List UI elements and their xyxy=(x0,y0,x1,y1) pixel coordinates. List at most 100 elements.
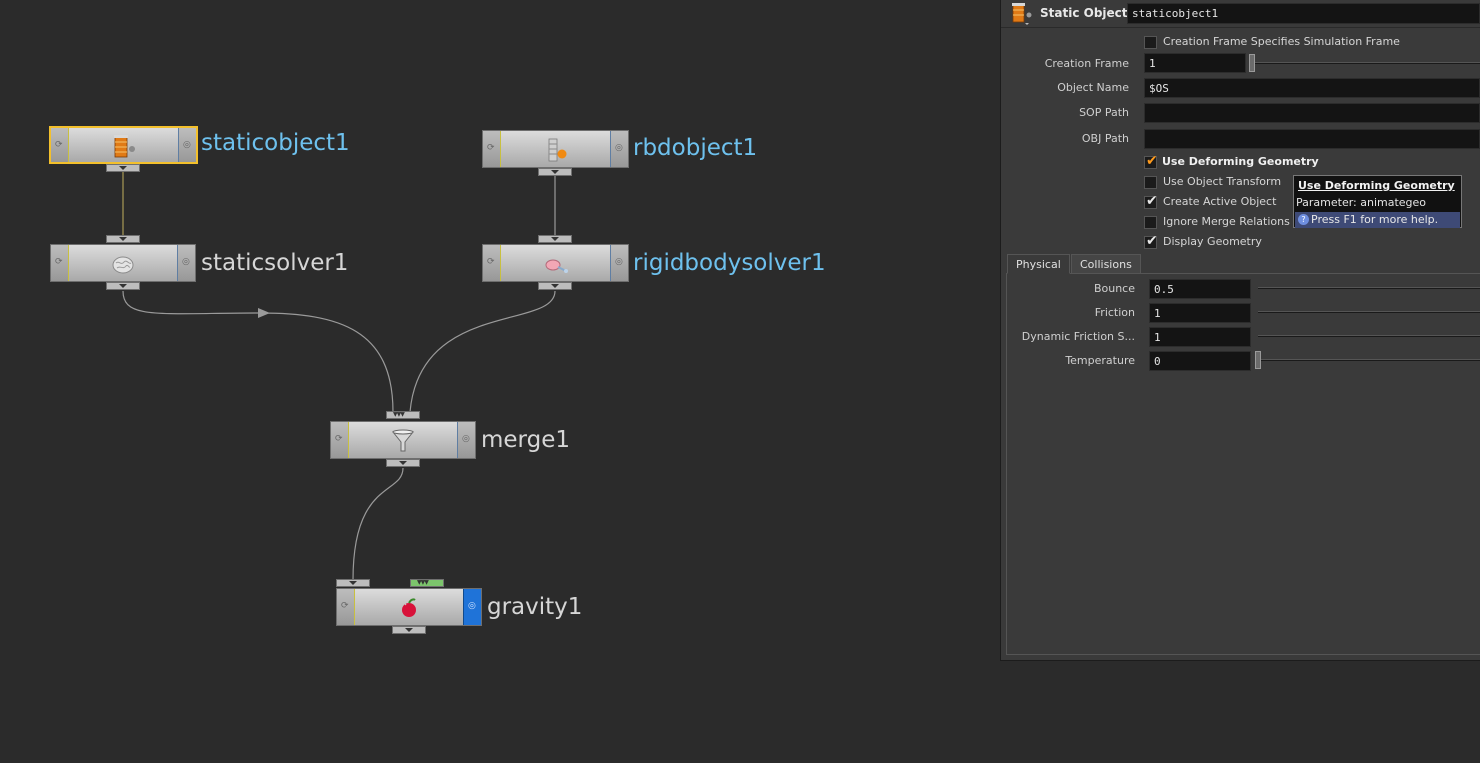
node-body[interactable]: ⟳ ◎ xyxy=(482,130,629,168)
output-port[interactable] xyxy=(106,164,140,172)
check-mark-icon: ✔ xyxy=(1146,193,1158,209)
tab-physical[interactable]: Physical xyxy=(1007,254,1070,274)
bypass-flag[interactable]: ⟳ xyxy=(483,131,501,167)
ignore-merge-relations-checkbox[interactable] xyxy=(1144,216,1157,229)
node-label-merge1[interactable]: merge1 xyxy=(481,427,570,453)
bypass-flag[interactable]: ⟳ xyxy=(337,589,355,625)
sop-path-label: SOP Path xyxy=(1079,106,1129,119)
bypass-flag[interactable]: ⟳ xyxy=(331,422,349,458)
output-port[interactable] xyxy=(538,282,572,290)
brick-wall-ball-icon xyxy=(113,135,135,158)
apple-icon xyxy=(402,598,416,617)
rigid-brain-icon xyxy=(545,259,568,273)
gravity1-active-port[interactable] xyxy=(410,579,444,587)
bypass-flag[interactable]: ⟳ xyxy=(51,245,69,281)
creation-frame-specifies-label: Creation Frame Specifies Simulation Fram… xyxy=(1163,35,1400,48)
rigidbodysolver1-input-port[interactable] xyxy=(538,235,572,243)
creation-frame-field[interactable]: 1 xyxy=(1144,53,1246,73)
node-rbdobject1[interactable]: ⟳ ◎ xyxy=(482,130,629,176)
create-active-object-checkbox[interactable]: ✔ xyxy=(1144,193,1158,209)
tooltip-help-text: Press F1 for more help. xyxy=(1311,213,1439,226)
obj-path-field[interactable] xyxy=(1144,129,1480,149)
staticsolver1-input-port[interactable] xyxy=(106,235,140,243)
bypass-flag[interactable]: ⟳ xyxy=(483,245,501,281)
display-flag[interactable]: ◎ xyxy=(178,128,196,162)
node-label-gravity1[interactable]: gravity1 xyxy=(487,594,583,620)
temperature-slider-knob[interactable] xyxy=(1255,351,1261,369)
bypass-flag[interactable]: ⟳ xyxy=(51,128,69,162)
display-flag[interactable]: ◎ xyxy=(610,131,628,167)
node-rigidbodysolver1[interactable]: ⟳ ◎ xyxy=(482,244,629,290)
node-staticobject1[interactable]: ⟳ ◎ xyxy=(49,126,198,172)
temperature-label: Temperature xyxy=(1065,354,1135,367)
parameter-tooltip: Use Deforming Geometry Parameter: animat… xyxy=(1293,175,1462,228)
bounce-slider[interactable] xyxy=(1258,287,1480,289)
wire-direction-arrow xyxy=(258,308,270,318)
node-label-staticobject1[interactable]: staticobject1 xyxy=(201,130,350,156)
tooltip-help-row[interactable]: ? Press F1 for more help. xyxy=(1295,212,1460,228)
funnel-icon xyxy=(391,429,415,452)
temperature-field[interactable]: 0 xyxy=(1149,351,1251,371)
network-editor[interactable]: ⟳ ◎ staticobject1 ⟳ ◎ xyxy=(0,0,1000,763)
brain-icon xyxy=(112,256,134,274)
node-body[interactable]: ⟳ ◎ xyxy=(336,588,482,626)
node-body[interactable]: ⟳ ◎ xyxy=(330,421,476,459)
tab-collisions[interactable]: Collisions xyxy=(1071,254,1141,274)
node-body[interactable]: ⟳ ◎ xyxy=(49,126,198,164)
node-name-field[interactable]: staticobject1 xyxy=(1127,3,1480,24)
connection-wires xyxy=(122,172,556,581)
display-geometry-checkbox[interactable]: ✔ xyxy=(1144,233,1158,249)
wire-rigidbodysolver-merge xyxy=(409,290,556,413)
dynamic-friction-slider[interactable] xyxy=(1258,335,1480,337)
bounce-field[interactable]: 0.5 xyxy=(1149,279,1251,299)
node-body[interactable]: ⟳ ◎ xyxy=(482,244,629,282)
friction-slider[interactable] xyxy=(1258,311,1480,313)
node-merge1[interactable]: ⟳ ◎ xyxy=(330,421,476,467)
use-object-transform-checkbox[interactable] xyxy=(1144,176,1157,189)
object-name-field[interactable]: $OS xyxy=(1144,78,1480,98)
sop-path-field[interactable] xyxy=(1144,103,1480,123)
object-name-label: Object Name xyxy=(1057,81,1129,94)
display-flag[interactable]: ◎ xyxy=(463,589,481,625)
node-label-rbdobject1[interactable]: rbdobject1 xyxy=(633,135,758,161)
node-body[interactable]: ⟳ ◎ xyxy=(50,244,196,282)
tooltip-parameter: Parameter: animategeo xyxy=(1296,196,1427,209)
friction-label: Friction xyxy=(1094,306,1135,319)
use-deforming-geometry-checkbox[interactable]: ✔ xyxy=(1144,153,1158,169)
node-label-staticsolver1[interactable]: staticsolver1 xyxy=(201,250,349,276)
node-staticsolver1[interactable]: ⟳ ◎ xyxy=(50,244,196,290)
use-deforming-geometry-label: Use Deforming Geometry xyxy=(1162,155,1319,168)
brick-pillar-ball-icon xyxy=(548,138,566,162)
static-object-icon[interactable] xyxy=(1011,2,1033,26)
help-icon: ? xyxy=(1298,214,1309,225)
output-port[interactable] xyxy=(538,168,572,176)
output-port[interactable] xyxy=(386,459,420,467)
display-flag[interactable]: ◎ xyxy=(457,422,475,458)
display-geometry-label: Display Geometry xyxy=(1163,235,1262,248)
ignore-merge-relations-label: Ignore Merge Relations xyxy=(1163,215,1290,228)
temperature-slider[interactable] xyxy=(1258,359,1480,361)
node-gravity1[interactable]: ⟳ ◎ xyxy=(336,588,482,634)
display-flag[interactable]: ◎ xyxy=(610,245,628,281)
bounce-label: Bounce xyxy=(1093,282,1135,295)
display-flag[interactable]: ◎ xyxy=(177,245,195,281)
dynamic-friction-label: Dynamic Friction S... xyxy=(1021,330,1135,343)
output-port[interactable] xyxy=(106,282,140,290)
friction-field[interactable]: 1 xyxy=(1149,303,1251,323)
use-object-transform-label: Use Object Transform xyxy=(1163,175,1282,188)
creation-frame-specifies-checkbox[interactable] xyxy=(1144,36,1157,49)
node-label-rigidbodysolver1[interactable]: rigidbodysolver1 xyxy=(633,250,826,276)
dynamic-friction-field[interactable]: 1 xyxy=(1149,327,1251,347)
creation-frame-label: Creation Frame xyxy=(1044,57,1129,70)
tooltip-title: Use Deforming Geometry xyxy=(1298,179,1455,192)
gravity1-input-port[interactable] xyxy=(336,579,370,587)
tab-panel-physical xyxy=(1006,273,1480,655)
check-mark-icon: ✔ xyxy=(1146,153,1158,169)
creation-frame-slider[interactable] xyxy=(1252,62,1480,64)
create-active-object-label: Create Active Object xyxy=(1163,195,1277,208)
node-type-label: Static Object xyxy=(1040,6,1128,20)
output-port[interactable] xyxy=(392,626,426,634)
merge1-input-port[interactable] xyxy=(386,411,420,419)
creation-frame-slider-knob[interactable] xyxy=(1249,54,1255,72)
wire-merge-gravity xyxy=(352,467,404,581)
